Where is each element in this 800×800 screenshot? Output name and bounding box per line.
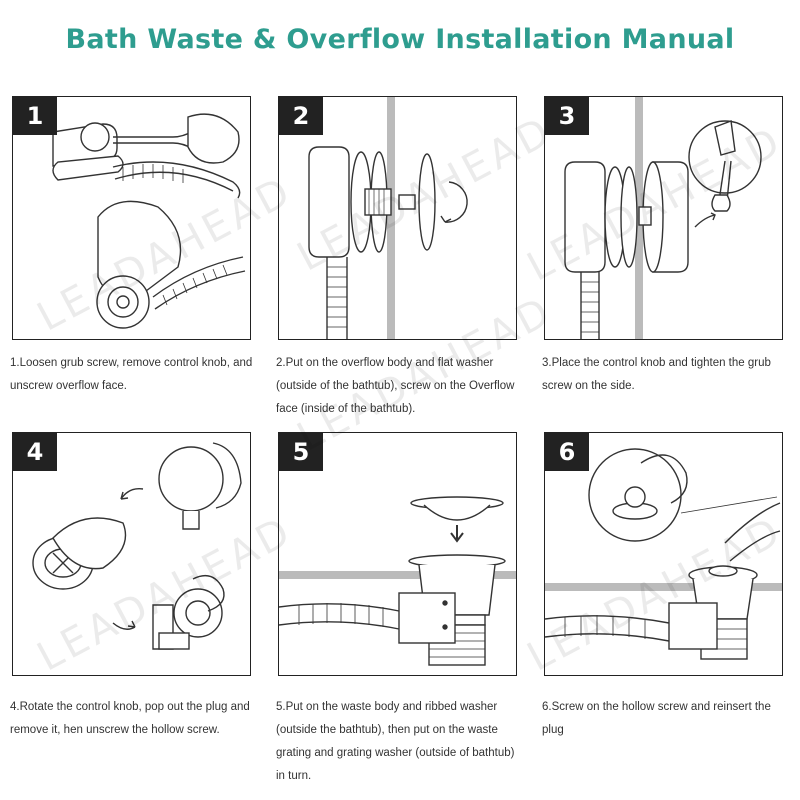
step-1-caption: 1.Loosen grub screw, remove control knob… (10, 357, 253, 392)
step-5-caption: 5.Put on the waste body and ribbed washe… (276, 701, 515, 782)
step-2-panel: 2 (278, 96, 517, 340)
step-3-illustration (564, 97, 762, 339)
step-4-panel: 4 (12, 432, 251, 676)
step-4-number: 4 (13, 433, 57, 471)
step-2-number: 2 (279, 97, 323, 135)
page-title: Bath Waste & Overflow Installation Manua… (65, 24, 735, 55)
step-6-number: 6 (545, 433, 589, 471)
step-3-number: 3 (545, 97, 589, 135)
step-4-illustration (32, 442, 242, 650)
step-5-number: 5 (279, 433, 323, 471)
step-6-caption: 6.Screw on the hollow screw and reinsert… (542, 701, 771, 736)
step-2-illustration (308, 97, 468, 339)
step-4-caption: 4.Rotate the control knob, pop out the p… (10, 701, 250, 736)
step-6-illustration (545, 448, 782, 660)
step-3-panel: 3 (544, 96, 783, 340)
step-1-panel: 1 (12, 96, 251, 340)
step-6-panel: 6 (544, 432, 783, 676)
step-1-number: 1 (13, 97, 57, 135)
step-1-illustration (52, 113, 246, 329)
step-5-panel: 5 (278, 432, 517, 676)
step-2-caption: 2.Put on the overflow body and flat wash… (276, 357, 515, 415)
step-5-illustration (279, 496, 516, 666)
step-3-caption: 3.Place the control knob and tighten the… (542, 357, 771, 392)
